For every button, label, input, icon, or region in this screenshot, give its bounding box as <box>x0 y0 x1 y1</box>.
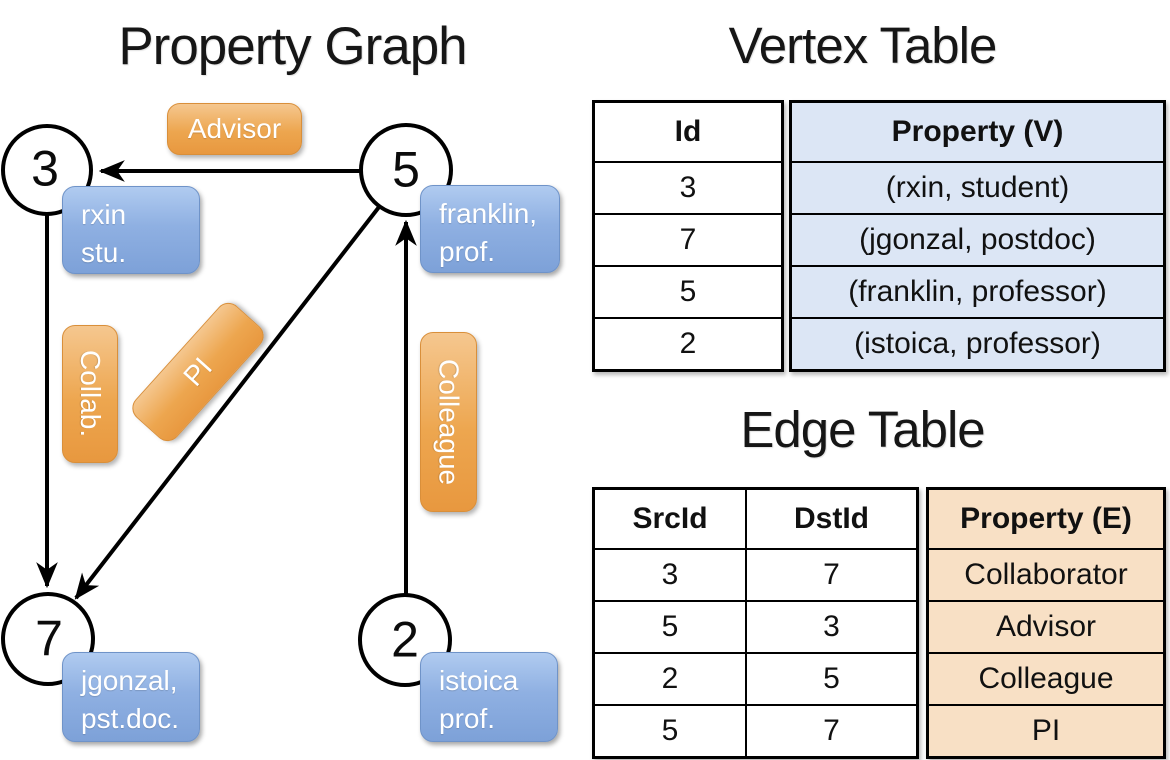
vertex-id-cell: 2 <box>595 317 781 369</box>
node-id-3: 3 <box>31 140 59 197</box>
edge-pi-arrow-5-to-7 <box>74 205 381 600</box>
edge-table-title: Edge Table <box>740 401 985 458</box>
vertex-property-cell: (jgonzal, postdoc) <box>792 213 1163 265</box>
edge-label-collab: Collab. <box>62 325 118 463</box>
vertex-id-cell: 7 <box>595 213 781 265</box>
node-property-line: pst.doc. <box>81 703 180 734</box>
property-graph-title: Property Graph <box>118 17 467 76</box>
edge-src-cell: 3 <box>661 558 679 591</box>
edge-table-header-dstid: DstId <box>745 490 916 548</box>
node-property-line: rxin <box>81 199 127 230</box>
edge-property-cell: PI <box>929 704 1163 756</box>
node-property-line: franklin, <box>439 198 538 229</box>
node-property-line: prof. <box>439 703 496 734</box>
vertex-table-header-id: Id <box>674 115 702 148</box>
edge-label-advisor: Advisor <box>167 103 302 155</box>
node-property-line: stu. <box>81 237 127 268</box>
edge-property-cell: Colleague <box>929 652 1163 704</box>
vertex-table-title: Vertex Table <box>728 17 998 74</box>
edge-property-cell: Advisor <box>929 600 1163 652</box>
edge-table-header-property: Property (E) <box>929 490 1163 548</box>
node-property-card-2: istoica prof. <box>420 652 558 742</box>
edge-src-cell: 2 <box>661 662 679 695</box>
vertex-id-cell: 3 <box>595 161 781 213</box>
node-id-5: 5 <box>392 141 420 198</box>
edge-property-cell: Collaborator <box>929 548 1163 600</box>
node-property-line: prof. <box>439 236 496 267</box>
node-property-card-5: franklin, prof. <box>420 185 560 273</box>
edge-dst-cell: 5 <box>745 654 916 704</box>
node-property-line: istoica <box>439 665 519 696</box>
edge-label-colleague: Colleague <box>420 332 477 512</box>
edge-label-text: PI <box>177 351 219 392</box>
edge-table-header-srcid: SrcId <box>632 502 708 535</box>
property-graph-panel: Property Graph 3 5 7 2 rxin stu. frankli… <box>1 17 560 742</box>
edge-table-src-dst-columns: SrcId DstId 3 7 5 3 2 5 5 7 <box>592 487 919 759</box>
vertex-table-property-column: Property (V) (rxin, student) (jgonzal, p… <box>789 100 1166 372</box>
edge-src-cell: 5 <box>661 714 679 747</box>
node-property-card-7: jgonzal, pst.doc. <box>62 652 200 742</box>
edge-dst-cell: 3 <box>745 602 916 652</box>
vertex-table-header-property: Property (V) <box>792 103 1163 161</box>
node-property-line: jgonzal, <box>81 665 178 696</box>
vertex-property-cell: (franklin, professor) <box>792 265 1163 317</box>
edge-dst-cell: 7 <box>745 706 916 756</box>
edge-table-property-column: Property (E) Collaborator Advisor Collea… <box>926 487 1166 759</box>
node-id-7: 7 <box>35 610 63 667</box>
node-id-2: 2 <box>391 611 419 668</box>
vertex-property-cell: (rxin, student) <box>792 161 1163 213</box>
vertex-property-cell: (istoica, professor) <box>792 317 1163 369</box>
edge-label-text: Advisor <box>187 113 282 144</box>
edge-dst-cell: 7 <box>745 550 916 600</box>
edge-label-text: Colleague <box>433 358 465 486</box>
vertex-id-cell: 5 <box>595 265 781 317</box>
edge-src-cell: 5 <box>661 610 679 643</box>
edge-label-text: Collab. <box>75 350 106 438</box>
vertex-table-id-column: Id 3 7 5 2 <box>592 100 784 372</box>
node-property-card-3: rxin stu. <box>62 186 200 274</box>
